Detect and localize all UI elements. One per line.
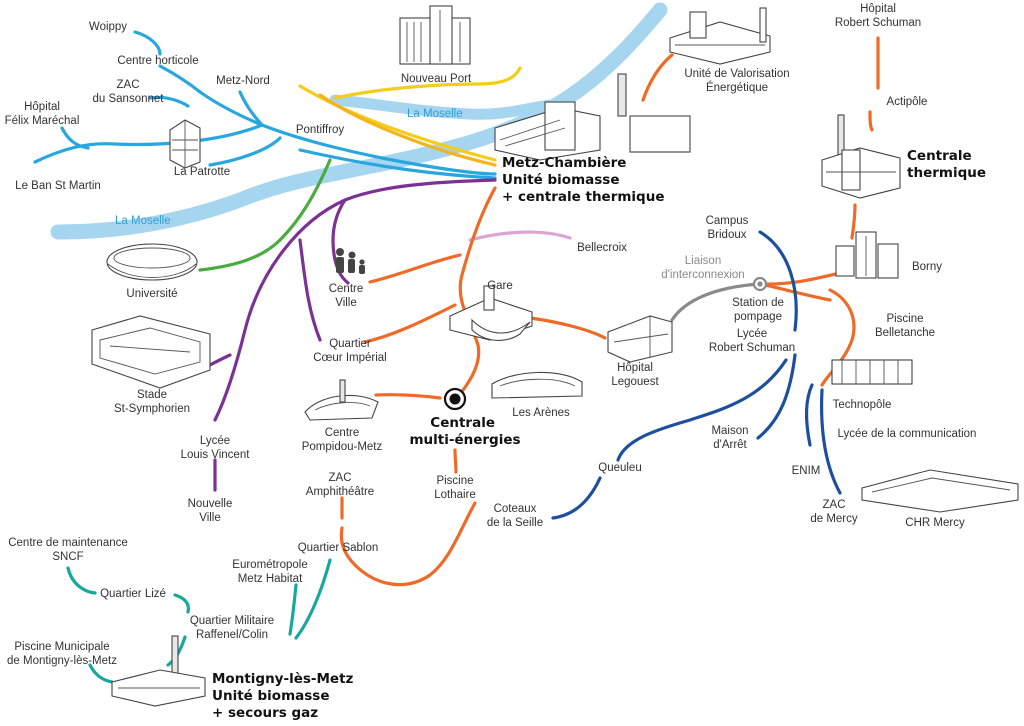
- borny-illustration: [835, 231, 899, 279]
- river-label-left: La Moselle: [115, 215, 171, 227]
- label-bellecroix: Bellecroix: [577, 242, 627, 254]
- network-blue: [33, 30, 497, 180]
- label-chambiere: Metz-Chambière Unité biomasse + centrale…: [502, 155, 665, 205]
- label-actipole: Actipôle: [887, 96, 928, 108]
- montigny-plant-illustration: [111, 635, 206, 707]
- river-label-top: La Moselle: [407, 108, 463, 120]
- centrale-multi-energies-marker: [443, 387, 467, 411]
- arenes-illustration: [491, 371, 583, 399]
- label-horticole: Centre horticole: [117, 55, 198, 67]
- label-gare: Gare: [487, 280, 513, 292]
- stade-illustration: [91, 315, 211, 389]
- label-universite: Université: [126, 288, 177, 300]
- patrotte-illustration: [169, 119, 201, 169]
- hopital-legouest-illustration: [607, 315, 673, 363]
- label-metz-nord: Metz-Nord: [216, 75, 270, 87]
- label-nouveau-port: Nouveau Port: [401, 73, 472, 85]
- network-pink: [468, 230, 572, 242]
- network-grey: [670, 276, 768, 322]
- label-centrale-thermique: Centrale thermique: [907, 148, 986, 181]
- label-multi-energies: Centrale multi-énergies: [409, 415, 520, 448]
- network-navy: [551, 230, 842, 520]
- centrale-thermique-illustration: [821, 114, 901, 199]
- label-lize: Quartier Lizé: [100, 588, 166, 600]
- network-green: [198, 158, 332, 272]
- river-moselle: [50, 2, 668, 240]
- label-woippy: Woippy: [89, 21, 127, 33]
- label-sablon: Quartier Sablon: [298, 542, 379, 554]
- centre-ville-family-icon: [336, 248, 365, 274]
- label-montigny: Montigny-lès-Metz Unité biomasse + secou…: [212, 671, 358, 721]
- label-enim: ENIM: [792, 465, 821, 477]
- label-arenes: Les Arènes: [512, 407, 570, 419]
- pompidou-illustration: [304, 379, 379, 421]
- uve-illustration: [669, 7, 771, 65]
- label-queuleu: Queuleu: [598, 462, 641, 474]
- gare-illustration: [449, 285, 533, 341]
- label-ban-st-martin: Le Ban St Martin: [15, 180, 101, 192]
- chr-mercy-illustration: [861, 469, 1019, 513]
- label-borny: Borny: [912, 261, 942, 273]
- network-yellow: [298, 66, 522, 167]
- nouveau-port-illustration: [399, 5, 471, 65]
- label-pontiffroy: Pontiffroy: [296, 124, 345, 136]
- technopole-illustration: [831, 359, 913, 385]
- label-technopole: Technopôle: [833, 399, 892, 411]
- chambiere-plant-illustration: [494, 73, 691, 161]
- label-patrotte: La Patrotte: [174, 166, 230, 178]
- network-purple: [193, 178, 497, 492]
- network-orange: [339, 36, 880, 587]
- universite-illustration: [106, 243, 198, 281]
- label-chr-mercy: CHR Mercy: [905, 517, 965, 529]
- label-lycee-communication: Lycée de la communication: [838, 428, 977, 440]
